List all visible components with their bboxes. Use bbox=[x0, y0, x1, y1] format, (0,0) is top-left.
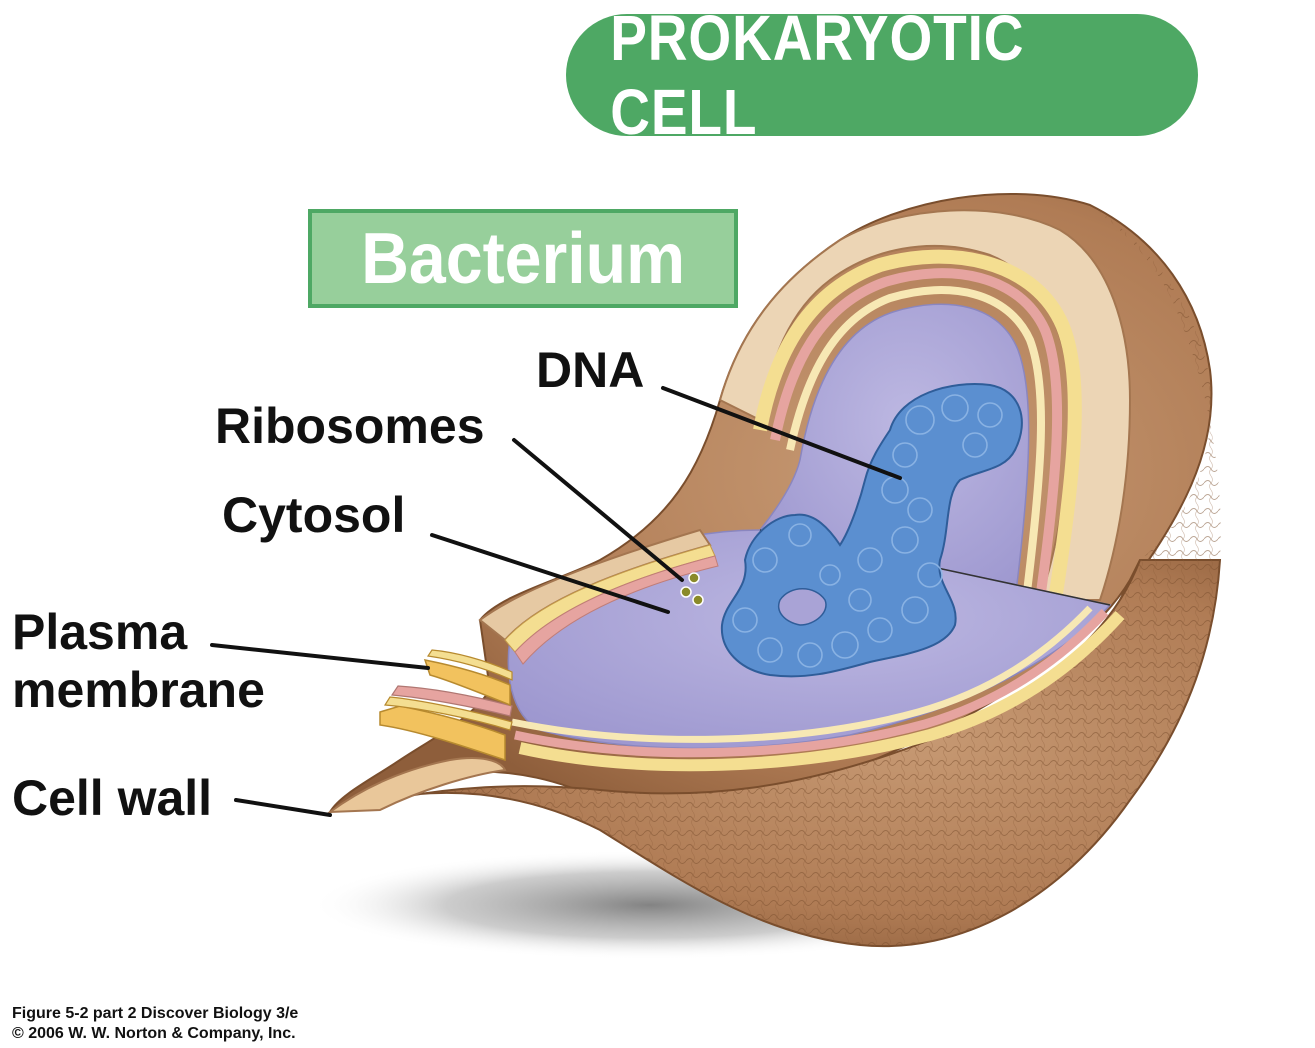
membrane-inner bbox=[786, 286, 1046, 601]
leader-cell-wall bbox=[234, 798, 332, 817]
peeled-cell-wall bbox=[326, 757, 507, 814]
label-plasma: Plasma bbox=[12, 604, 188, 660]
membrane-outer bbox=[753, 249, 1082, 602]
subtitle-label: Bacterium bbox=[361, 218, 685, 299]
label-membrane: membrane bbox=[12, 662, 265, 718]
subtitle-box: Bacterium bbox=[308, 209, 738, 308]
peeled-membrane-yellow bbox=[379, 705, 506, 762]
ribosomes bbox=[680, 572, 704, 606]
peeled-plasma-membrane bbox=[423, 659, 511, 707]
leader-plasma-membrane bbox=[210, 643, 430, 670]
label-cell-wall: Cell wall bbox=[12, 770, 213, 826]
leader-cytosol bbox=[430, 533, 670, 614]
leader-ribosomes bbox=[512, 438, 684, 582]
label-dna: DNA bbox=[536, 342, 645, 398]
header-banner: PROKARYOTIC CELL bbox=[566, 2, 1198, 148]
figure-caption-line2: © 2006 W. W. Norton & Company, Inc. bbox=[12, 1025, 296, 1042]
membrane-pink bbox=[770, 268, 1063, 601]
label-cytosol: Cytosol bbox=[222, 487, 406, 543]
leader-dna bbox=[661, 386, 902, 480]
dna-nucleoid bbox=[720, 383, 1023, 678]
page-title: PROKARYOTIC CELL bbox=[610, 2, 1025, 148]
label-ribosomes: Ribosomes bbox=[215, 398, 485, 454]
figure-caption-line1: Figure 5-2 part 2 Discover Biology 3/e bbox=[12, 1005, 299, 1022]
